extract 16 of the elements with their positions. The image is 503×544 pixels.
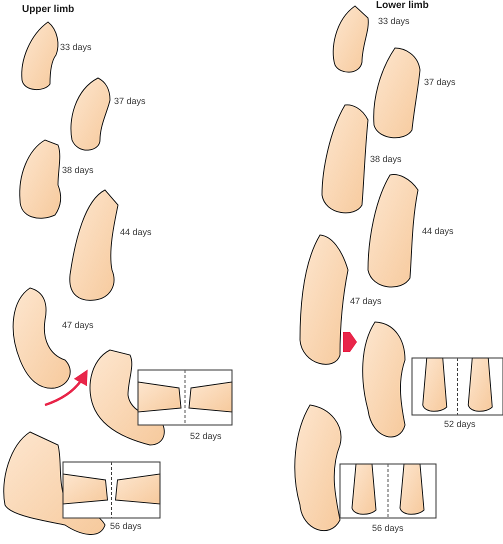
age-label: 56 days <box>110 521 142 532</box>
age-label: 33 days <box>60 42 92 53</box>
age-label: 37 days <box>114 96 146 107</box>
heading: Upper limb <box>22 4 74 15</box>
age-label: 52 days <box>444 419 476 430</box>
age-label: 33 days <box>378 16 410 27</box>
age-label: 44 days <box>120 227 152 238</box>
age-label: 44 days <box>422 226 454 237</box>
age-label: 47 days <box>62 320 94 331</box>
heading: Lower limb <box>376 0 429 11</box>
age-label: 56 days <box>372 523 404 534</box>
age-label: 38 days <box>62 165 94 176</box>
age-label: 52 days <box>190 431 222 442</box>
age-label: 47 days <box>350 296 382 307</box>
age-label: 37 days <box>424 77 456 88</box>
age-label: 38 days <box>370 154 402 165</box>
